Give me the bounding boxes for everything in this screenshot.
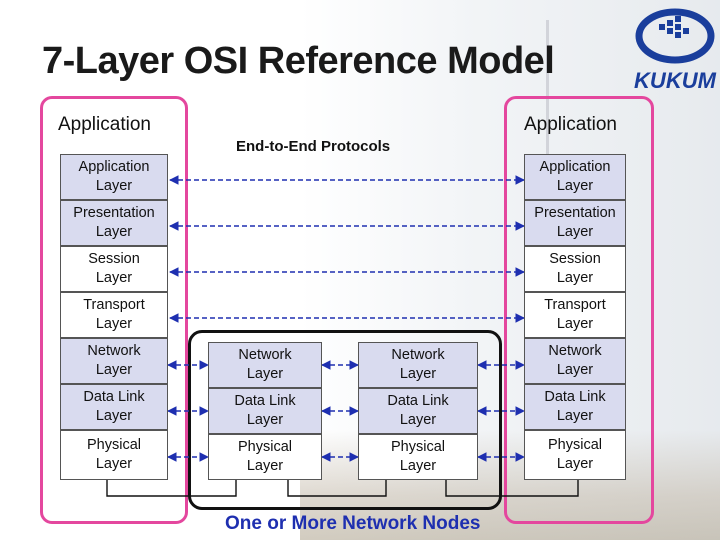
left-network-layer: Network Layer	[60, 338, 168, 384]
right-transport-layer: Transport Layer	[524, 292, 626, 338]
right-network-layer: Network Layer	[524, 338, 626, 384]
right-application-label: Application	[524, 114, 617, 135]
right-physical-layer: Physical Layer	[524, 430, 626, 480]
kukum-logo: KUKUM	[632, 6, 718, 96]
logo-wordmark: KUKUM	[634, 68, 716, 93]
node1-physical-layer: Physical Layer	[208, 434, 322, 480]
node1-datalink-layer: Data Link Layer	[208, 388, 322, 434]
network-nodes-frame	[188, 330, 502, 510]
left-presentation-layer: Presentation Layer	[60, 200, 168, 246]
slide-title: 7-Layer OSI Reference Model	[42, 40, 555, 82]
right-presentation-layer: Presentation Layer	[524, 200, 626, 246]
left-physical-layer: Physical Layer	[60, 430, 168, 480]
node2-physical-layer: Physical Layer	[358, 434, 478, 480]
wire-node2-to-right	[445, 480, 579, 497]
logo-emblem-icon	[635, 8, 715, 64]
right-host-frame	[504, 96, 654, 524]
end-to-end-label: End-to-End Protocols	[236, 138, 391, 155]
node1-network-layer: Network Layer	[208, 342, 322, 388]
left-session-layer: Session Layer	[60, 246, 168, 292]
left-application-label: Application	[58, 114, 151, 135]
node2-datalink-layer: Data Link Layer	[358, 388, 478, 434]
left-application-layer: Application Layer	[60, 154, 168, 200]
right-session-layer: Session Layer	[524, 246, 626, 292]
node2-network-layer: Network Layer	[358, 342, 478, 388]
left-transport-layer: Transport Layer	[60, 292, 168, 338]
right-application-layer: Application Layer	[524, 154, 626, 200]
left-datalink-layer: Data Link Layer	[60, 384, 168, 430]
wire-left-to-node1	[106, 480, 237, 497]
left-host-frame	[40, 96, 188, 524]
right-datalink-layer: Data Link Layer	[524, 384, 626, 430]
network-nodes-label: One or More Network Nodes	[225, 513, 481, 534]
wire-node1-to-node2	[287, 480, 387, 497]
